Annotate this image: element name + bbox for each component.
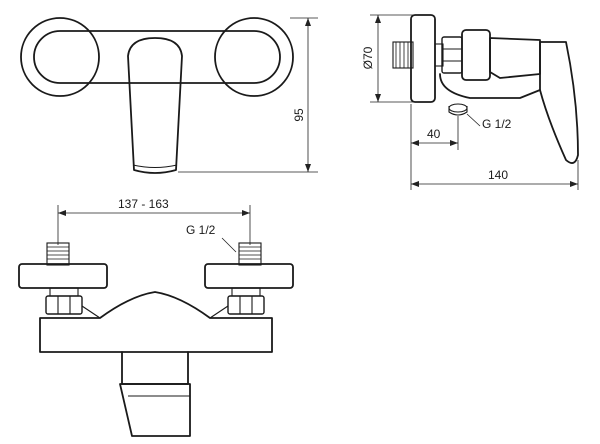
- offset-dimension-label: 40: [427, 127, 441, 141]
- front-view: 137 - 163 G 1/2: [18, 197, 294, 437]
- height-dimension-label: 95: [292, 108, 306, 122]
- top-view: 95: [20, 17, 318, 174]
- diameter-dimension-label: Ø70: [361, 46, 375, 69]
- depth-dimension-label: 140: [488, 168, 508, 182]
- side-view: G 1/2 Ø70 40 140: [361, 14, 579, 190]
- spacing-dimension-label: 137 - 163: [118, 197, 169, 211]
- side-thread-label: G 1/2: [482, 117, 512, 131]
- front-thread-label: G 1/2: [186, 223, 216, 237]
